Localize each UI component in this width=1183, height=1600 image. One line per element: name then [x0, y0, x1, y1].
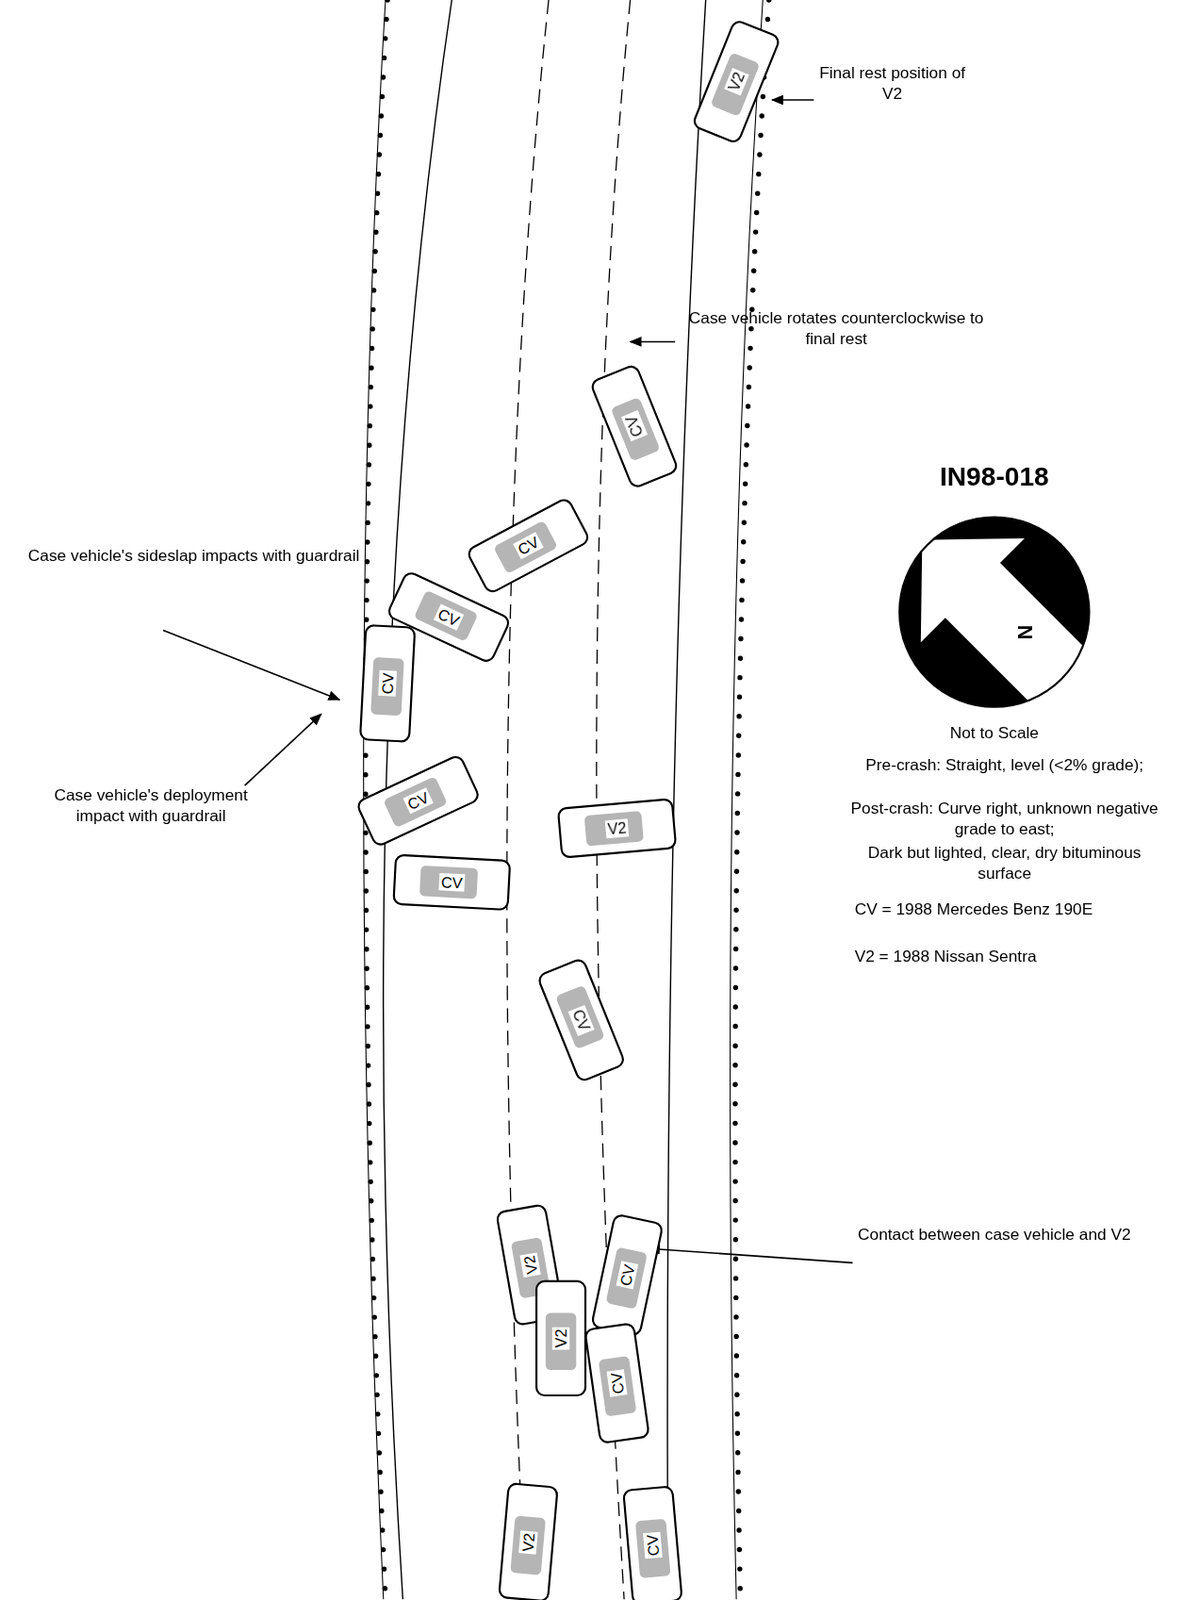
diagram-title: IN98-018	[871, 460, 1118, 492]
vehicle: V2	[535, 1280, 587, 1397]
note-text: Final rest position of V2	[810, 63, 974, 104]
vehicle: CV	[354, 753, 482, 849]
vehicle-window	[623, 1289, 625, 1291]
vehicle-window	[601, 828, 603, 831]
vehicle-label: V2	[519, 1251, 541, 1278]
leader-arrow	[648, 1248, 853, 1263]
vehicle: CV	[392, 854, 511, 911]
note-text: Post-crash: Curve right, unknown negativ…	[846, 798, 1163, 839]
vehicle: CV	[590, 1212, 665, 1337]
vehicle-window	[653, 1560, 656, 1561]
vehicle-window	[729, 95, 732, 97]
note-text: Case vehicle's deployment impact with gu…	[49, 785, 253, 826]
vehicle-window	[618, 1397, 621, 1399]
leader-arrow	[245, 713, 322, 786]
vehicle-label: V2	[552, 1326, 570, 1349]
note-text: CV = 1988 Mercedes Benz 190E	[854, 899, 1162, 921]
note-text: V2 = 1988 Nissan Sentra	[854, 946, 1162, 968]
guardrail-right	[735, 0, 770, 1599]
note-text: Contact between case vehicle and V2	[846, 1223, 1143, 1245]
vehicle: CV	[536, 956, 627, 1085]
north-arrow	[870, 488, 1118, 737]
vehicle: V2	[690, 17, 782, 146]
note-text: Pre-crash: Straight, level (<2% grade);	[851, 755, 1158, 776]
note-text: Not to Scale	[892, 722, 1097, 744]
vehicle-window	[385, 698, 388, 700]
vehicle-window	[434, 609, 436, 612]
vehicle: V2	[497, 1481, 559, 1600]
road-edge	[667, 0, 707, 1599]
vehicle: CV	[359, 624, 416, 743]
leader-arrow	[630, 341, 676, 344]
vehicle-window	[639, 440, 641, 442]
leader-arrow	[163, 630, 340, 701]
vehicle-window	[403, 805, 405, 808]
note-text: Dark but lighted, clear, dry bituminous …	[851, 842, 1158, 884]
vehicle-label: V2	[605, 818, 630, 838]
guardrail-line	[730, 0, 764, 1599]
vehicle-window	[575, 1004, 577, 1006]
vehicle-window	[436, 880, 438, 883]
vehicle: CV	[464, 495, 592, 596]
vehicle-label: V2	[518, 1529, 538, 1555]
vehicle-label: CV	[607, 1368, 628, 1397]
north-letter: N	[1014, 617, 1036, 648]
note-text: Case vehicle's sideslap impacts with gua…	[20, 545, 368, 567]
vehicle-window	[525, 1557, 528, 1559]
vehicle-label: CV	[377, 670, 397, 697]
road-edge	[383, 0, 453, 1599]
vehicle: V2	[557, 797, 678, 859]
vehicle-label: CV	[438, 872, 465, 892]
note-text: Case vehicle rotates counterclockwise to…	[683, 308, 990, 349]
vehicle-window	[531, 1279, 534, 1281]
vehicle-window	[514, 551, 516, 554]
vehicle-label: CV	[642, 1531, 663, 1559]
vehicle: CV	[583, 1321, 651, 1445]
vehicle: CV	[622, 1484, 684, 1600]
leader-arrow	[772, 98, 814, 101]
